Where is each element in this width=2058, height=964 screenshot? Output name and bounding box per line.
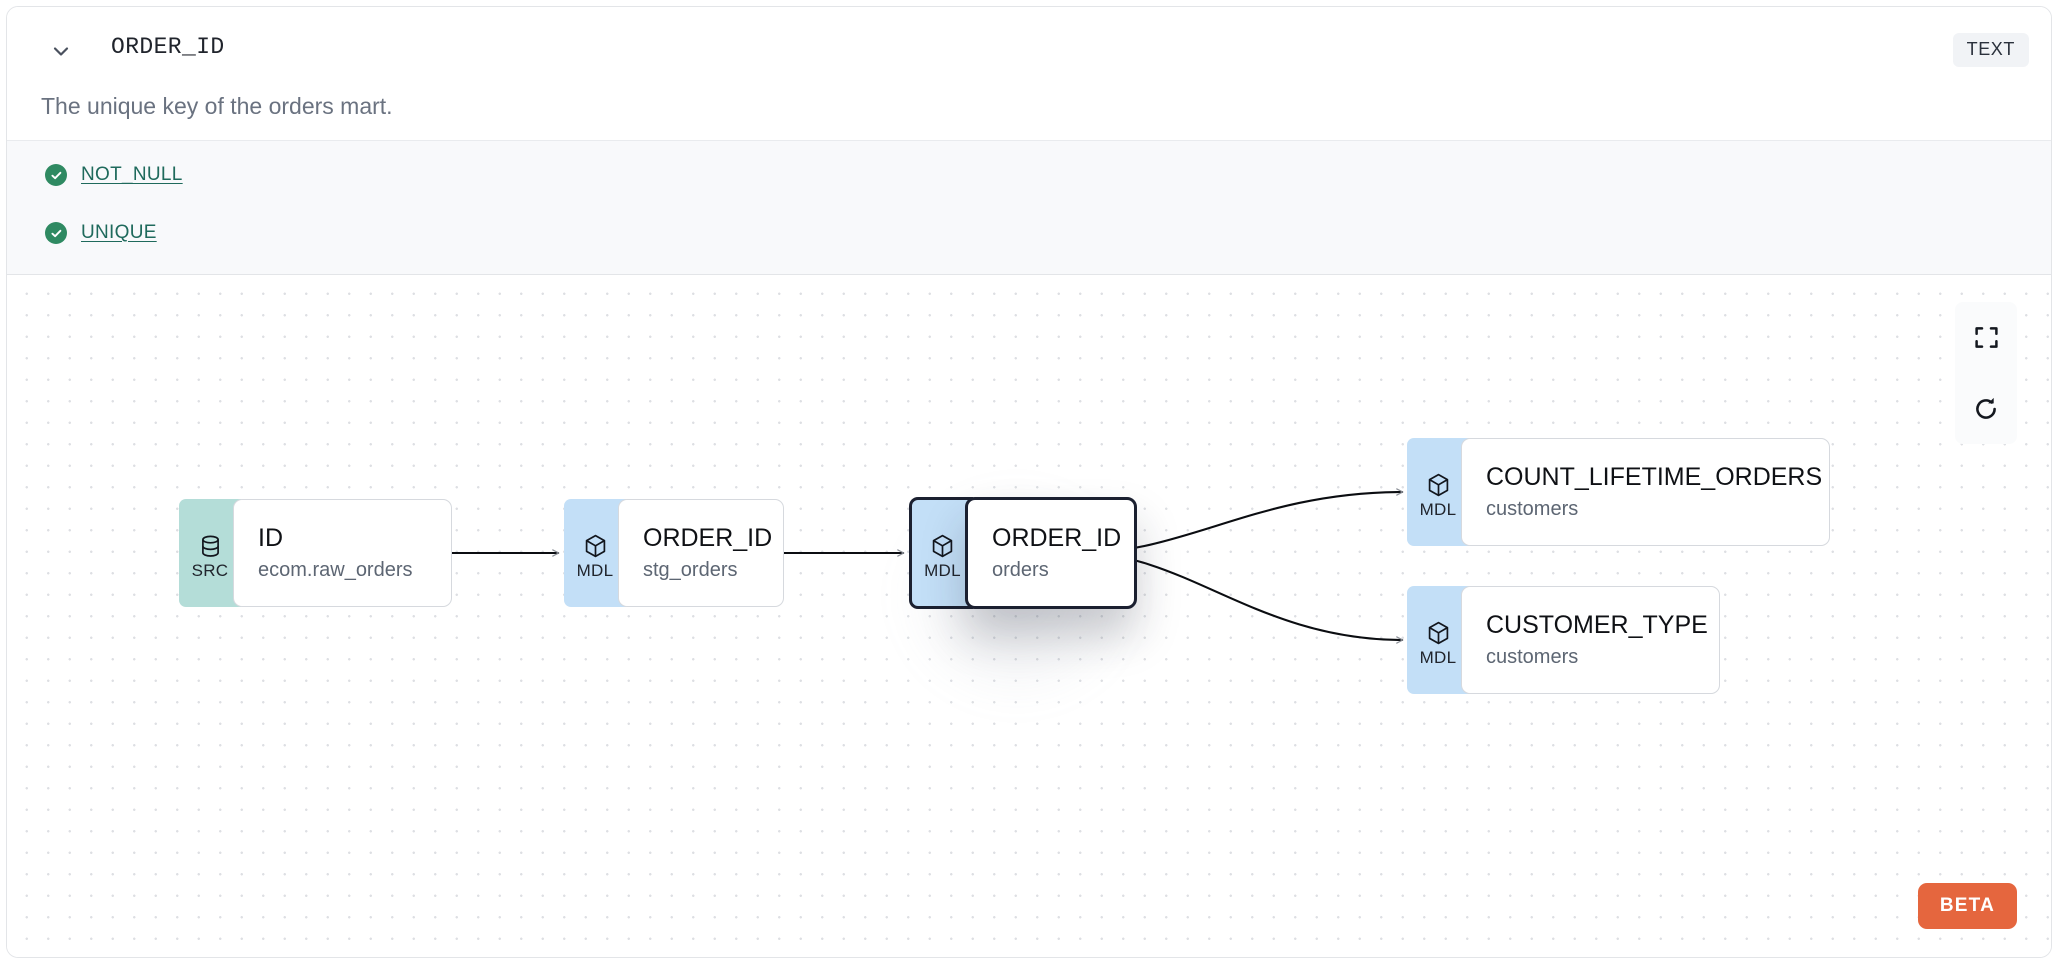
cube-icon <box>1425 470 1452 500</box>
column-detail-card: ORDER_ID TEXT The unique key of the orde… <box>6 6 2052 958</box>
node-body: ORDER_ID orders <box>965 497 1137 609</box>
node-badge-label: MDL <box>1419 648 1457 667</box>
test-row[interactable]: UNIQUE <box>45 222 157 244</box>
node-body: ID ecom.raw_orders <box>233 499 452 607</box>
lineage-node-count-lifetime-orders[interactable]: MDL COUNT_LIFETIME_ORDERS customers <box>1407 438 1830 546</box>
node-body: CUSTOMER_TYPE customers <box>1461 586 1720 694</box>
node-badge-label: MDL <box>576 561 614 580</box>
node-badge-mdl: MDL <box>564 499 626 607</box>
node-name: CUSTOMER_TYPE <box>1486 610 1708 639</box>
node-body: COUNT_LIFETIME_ORDERS customers <box>1461 438 1830 546</box>
node-parent: stg_orders <box>643 559 738 582</box>
beta-badge[interactable]: BETA <box>1917 883 2017 929</box>
cube-icon <box>582 531 609 561</box>
lineage-node-customer-type[interactable]: MDL CUSTOMER_TYPE customers <box>1407 586 1720 694</box>
cube-icon <box>1425 618 1452 648</box>
node-parent: customers <box>1486 498 1579 521</box>
node-badge-label: MDL <box>1419 500 1457 519</box>
node-name: ID <box>258 523 283 552</box>
test-link[interactable]: NOT_NULL <box>81 164 183 185</box>
check-circle-icon <box>45 164 67 186</box>
tests-section: NOT_NULL UNIQUE <box>7 140 2051 275</box>
test-link[interactable]: UNIQUE <box>81 222 157 243</box>
database-icon <box>197 531 224 561</box>
node-badge-mdl: MDL <box>1407 438 1469 546</box>
lineage-node-stg-orders[interactable]: MDL ORDER_ID stg_orders <box>564 499 784 607</box>
node-name: ORDER_ID <box>643 523 773 552</box>
node-badge-label: MDL <box>924 561 961 580</box>
node-parent: ecom.raw_orders <box>258 559 413 582</box>
page-title: ORDER_ID <box>111 34 225 60</box>
cube-icon <box>929 531 956 561</box>
lineage-node-src[interactable]: SRC ID ecom.raw_orders <box>179 499 452 607</box>
node-parent: customers <box>1486 646 1579 669</box>
test-row[interactable]: NOT_NULL <box>45 164 183 186</box>
canvas-controls <box>1955 302 2017 444</box>
check-circle-icon <box>45 222 67 244</box>
refresh-icon[interactable] <box>1955 373 2017 444</box>
node-badge-mdl: MDL <box>1407 586 1469 694</box>
lineage-canvas[interactable]: SRC ID ecom.raw_orders <box>7 276 2051 957</box>
node-badge-mdl: MDL <box>909 497 973 609</box>
lineage-node-orders-selected[interactable]: MDL ORDER_ID orders <box>909 497 1137 609</box>
node-name: COUNT_LIFETIME_ORDERS <box>1486 462 1823 491</box>
card-header: ORDER_ID TEXT <box>7 7 2051 89</box>
node-parent: orders <box>992 559 1049 582</box>
node-name: ORDER_ID <box>992 523 1122 552</box>
data-type-badge: TEXT <box>1952 33 2029 67</box>
node-badge-label: SRC <box>191 561 229 580</box>
chevron-down-icon[interactable] <box>45 35 77 67</box>
node-badge-src: SRC <box>179 499 241 607</box>
node-body: ORDER_ID stg_orders <box>618 499 784 607</box>
fit-view-button[interactable] <box>1955 302 2017 373</box>
lineage-edges <box>398 488 1404 644</box>
column-description: The unique key of the orders mart. <box>41 93 393 119</box>
